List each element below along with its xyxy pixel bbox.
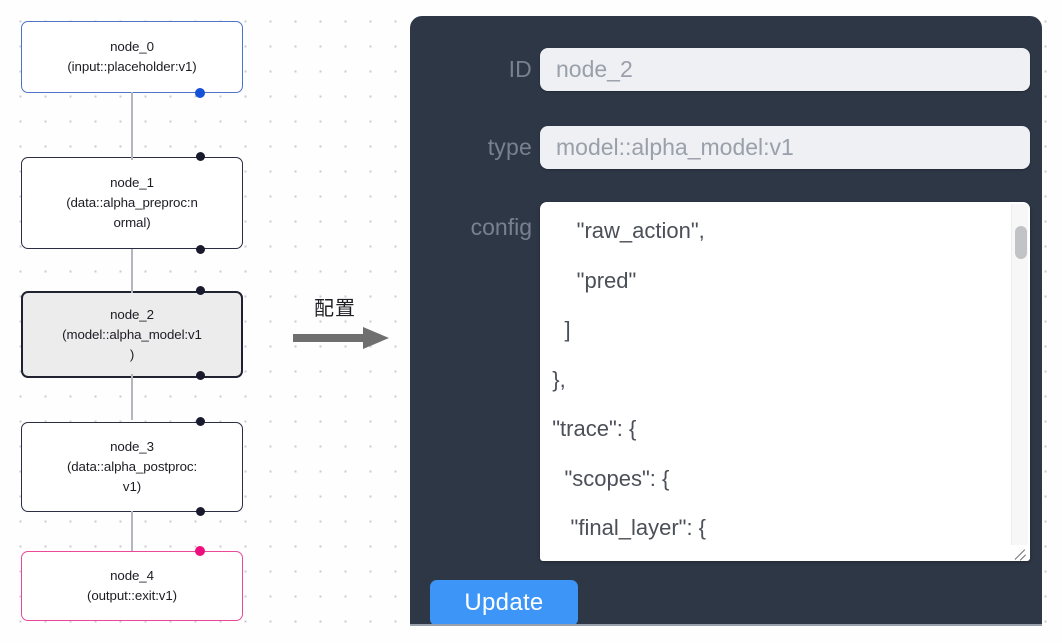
flow-node-type-line1: (data::alpha_postproc: <box>66 459 198 474</box>
flow-node-node_3[interactable]: node_3 (data::alpha_postproc: v1) <box>21 422 243 512</box>
flow-node-type: (input::placeholder:v1) <box>67 59 197 74</box>
type-input[interactable] <box>540 126 1030 169</box>
edge-node3-node4 <box>131 511 133 551</box>
config-textarea-scrollbar[interactable] <box>1011 204 1028 545</box>
config-textarea-scrollbar-thumb[interactable] <box>1015 226 1027 259</box>
flow-node-type-line2: ormal) <box>113 215 151 230</box>
node-handle-source-node_2[interactable] <box>195 371 205 380</box>
right-arrow-icon <box>293 327 391 349</box>
node-handle-target-node_4[interactable] <box>195 546 205 556</box>
type-field-label: type <box>487 134 532 160</box>
flow-node-id: node_0 <box>110 39 154 54</box>
flow-node-type-line1: (data::alpha_preproc:n <box>66 195 198 210</box>
node-handle-target-node_2[interactable] <box>195 286 205 295</box>
flow-node-id: node_2 <box>110 306 154 322</box>
flow-node-id: node_3 <box>110 439 154 454</box>
flow-node-node_1[interactable]: node_1 (data::alpha_preproc:n ormal) <box>21 157 243 249</box>
flow-node-id: node_1 <box>110 175 154 190</box>
edge-node1-node2 <box>131 249 133 293</box>
config-panel-bottom-edge <box>410 624 1042 626</box>
node-handle-source-node_1[interactable] <box>195 245 205 254</box>
flow-node-node_4[interactable]: node_4 (output::exit:v1) <box>21 551 243 621</box>
config-arrow-group: 配置 <box>291 295 399 365</box>
edge-node2-node3 <box>131 374 133 420</box>
flow-node-id: node_4 <box>110 568 154 583</box>
id-field-label: ID <box>508 56 532 82</box>
config-field-label: config <box>470 214 532 240</box>
node-handle-source-node_0[interactable] <box>195 88 205 98</box>
resize-grip-icon[interactable] <box>1012 543 1028 561</box>
node-config-panel: ID type config "raw_action", "pred" ] },… <box>410 16 1042 626</box>
config-textarea[interactable]: "raw_action", "pred" ] }, "trace": { "sc… <box>540 202 1030 561</box>
flow-node-node_2[interactable]: node_2 (model::alpha_model:v1 ) <box>21 291 243 378</box>
node-handle-target-node_3[interactable] <box>195 417 205 426</box>
node-handle-target-node_1[interactable] <box>195 152 205 161</box>
flow-node-type-line2: v1) <box>122 479 142 494</box>
flow-canvas[interactable]: node_0 (input::placeholder:v1) node_1 (d… <box>0 0 400 643</box>
id-input[interactable] <box>540 48 1030 91</box>
field-row-type: type <box>410 126 1042 169</box>
flow-node-type: (output::exit:v1) <box>87 588 177 603</box>
config-arrow-caption: 配置 <box>314 296 356 320</box>
flow-node-node_0[interactable]: node_0 (input::placeholder:v1) <box>21 21 243 93</box>
update-button[interactable]: Update <box>430 580 578 626</box>
config-textarea-content[interactable]: "raw_action", "pred" ] }, "trace": { "sc… <box>552 218 707 540</box>
field-row-id: ID <box>410 48 1042 91</box>
flow-node-type-line1: (model::alpha_model:v1 <box>62 326 202 342</box>
node-handle-source-node_3[interactable] <box>195 507 205 516</box>
flow-node-type-line2: ) <box>129 346 135 362</box>
edge-node0-node1 <box>131 92 133 160</box>
